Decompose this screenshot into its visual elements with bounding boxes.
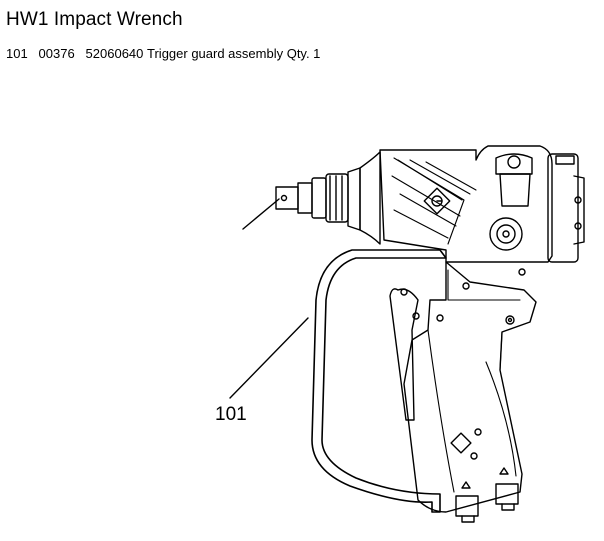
trigger: [389, 288, 419, 421]
nose-cone: [359, 151, 381, 245]
part-description: Trigger guard assembly Qty. 1: [147, 46, 321, 61]
part-description-line: 101 00376 52060640 Trigger guard assembl…: [6, 46, 320, 61]
trigger-guard: [311, 249, 447, 513]
part-number: 52060640: [85, 46, 144, 61]
item-number: 101: [6, 46, 28, 61]
rear-housing: [489, 153, 585, 276]
callout-101: 101: [215, 404, 247, 425]
square-drive: [275, 167, 361, 231]
motor-housing: [379, 145, 553, 263]
brand-logo-icon: [423, 187, 451, 215]
leader-line-101: [229, 317, 309, 399]
page-title: HW1 Impact Wrench: [6, 9, 183, 30]
ref-number: 00376: [38, 46, 75, 61]
air-inlet-fittings: [455, 467, 519, 523]
leader-line-socket: [242, 198, 280, 230]
handle: [403, 261, 537, 513]
